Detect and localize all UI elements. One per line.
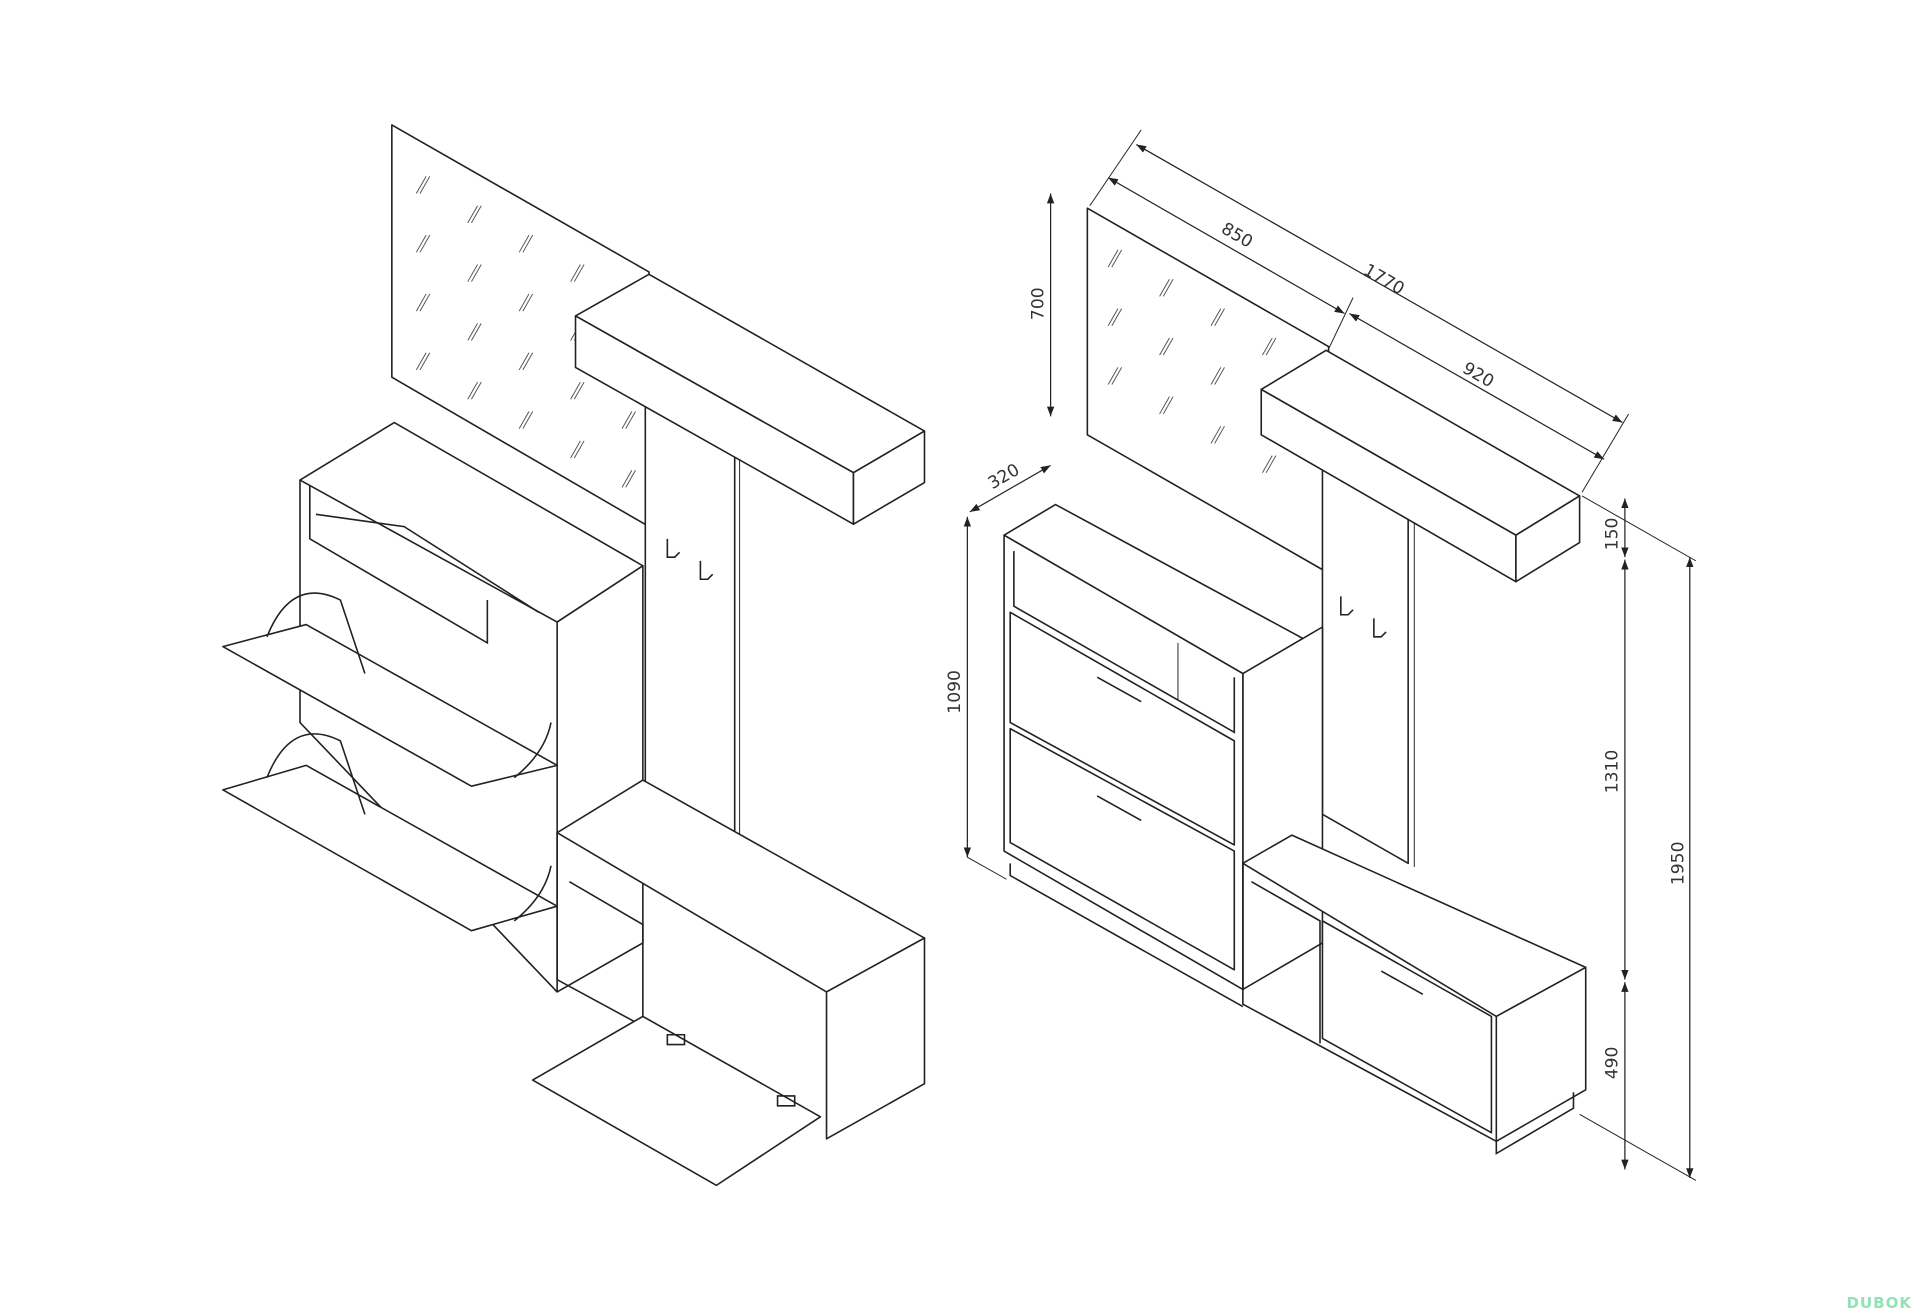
reflection-mark (570, 264, 581, 282)
reflection-mark (573, 264, 585, 282)
reflection-mark (415, 176, 427, 194)
reflection-mark (518, 411, 530, 429)
reflection-mark (518, 352, 530, 371)
closed-view-drawing: 700 850 1770 920 320 1090 150 1310 490 1… (945, 129, 1697, 1181)
drawer-front[interactable] (1009, 727, 1236, 971)
bench (1242, 834, 1587, 1155)
reflection-mark (467, 323, 478, 341)
watermark-logo: DUBOK (1846, 1294, 1912, 1312)
dimension-lines (963, 129, 1697, 1181)
reflection-mark (419, 352, 431, 371)
reflection-mark (518, 234, 530, 253)
shoe-cabinet (1003, 503, 1324, 1008)
reflection-mark (573, 381, 585, 400)
shoe-cabinet-open (222, 421, 644, 993)
top-shelf-box (574, 273, 926, 525)
reflection-mark (415, 293, 427, 312)
reflection-mark (522, 411, 534, 429)
reflection-mark (467, 205, 478, 224)
reflection-mark (621, 470, 633, 488)
bench-open (531, 779, 926, 1187)
dimension-shoe-cabinet-height: 1090 (945, 670, 965, 714)
dimension-total-height: 1950 (1669, 842, 1689, 886)
reflection-mark (570, 381, 581, 400)
reflection-mark (1262, 455, 1273, 473)
bench-drawer-front[interactable] (1321, 920, 1493, 1134)
dimension-mirror-height: 700 (1028, 287, 1048, 320)
reflection-mark (467, 264, 478, 282)
reflection-mark (522, 352, 534, 371)
reflection-mark (570, 440, 581, 459)
open-flap[interactable] (222, 623, 558, 787)
open-door[interactable] (531, 1015, 822, 1187)
reflection-mark (1265, 455, 1277, 473)
reflection-mark (415, 352, 427, 371)
reflection-mark (1210, 425, 1222, 444)
reflection-mark (1111, 367, 1123, 385)
reflection-mark (1214, 425, 1225, 444)
reflection-mark (625, 470, 636, 488)
hook-icon (666, 538, 714, 581)
dimension-bench-height: 490 (1603, 1047, 1623, 1080)
reflection-mark (467, 381, 478, 400)
reflection-mark (471, 205, 482, 224)
dimension-total-width: 1770 (1360, 260, 1408, 299)
reflection-mark (419, 234, 431, 253)
reflection-mark (471, 381, 482, 400)
dimension-mirror-width: 850 (1218, 219, 1256, 253)
dimension-depth: 320 (985, 460, 1023, 494)
dimension-top-shelf-height: 150 (1603, 518, 1623, 551)
reflection-mark (471, 323, 482, 341)
reflection-mark (518, 293, 530, 312)
reflection-mark (415, 234, 427, 253)
reflection-mark (625, 411, 636, 429)
reflection-mark (522, 234, 534, 253)
reflection-mark (419, 293, 431, 312)
open-view-drawing (222, 124, 926, 1187)
open-flap[interactable] (222, 764, 558, 932)
hook-icon (1340, 596, 1387, 638)
reflection-mark (419, 176, 431, 194)
reflection-mark (522, 293, 534, 312)
dimension-panel-height: 1310 (1603, 750, 1623, 794)
drawer-front[interactable] (1009, 611, 1236, 846)
reflection-mark (471, 264, 482, 282)
reflection-mark (1107, 367, 1119, 385)
reflection-mark (621, 411, 633, 429)
reflection-mark (573, 440, 585, 459)
